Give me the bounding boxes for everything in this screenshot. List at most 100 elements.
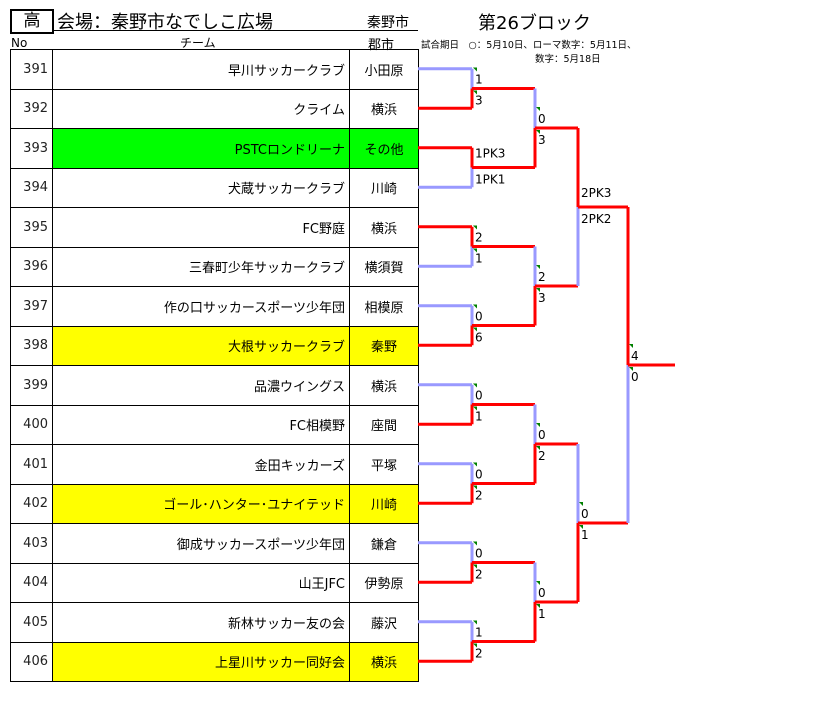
team-city: その他 bbox=[349, 128, 419, 169]
score-top: 1PK3 bbox=[475, 147, 505, 161]
comment-marker-icon bbox=[473, 406, 477, 411]
team-number: 400 bbox=[10, 404, 53, 445]
team-city: 平塚 bbox=[349, 444, 419, 485]
team-number: 396 bbox=[10, 246, 53, 287]
comment-marker-icon bbox=[536, 581, 540, 585]
score-bottom: 1 bbox=[538, 607, 546, 621]
comment-marker-icon bbox=[473, 541, 477, 546]
team-name: 品濃ウイングス bbox=[52, 365, 350, 406]
team-number: 403 bbox=[10, 523, 53, 564]
team-number: 392 bbox=[10, 88, 53, 129]
team-number: 404 bbox=[10, 562, 53, 603]
team-city: 座間 bbox=[349, 404, 419, 445]
score-bottom: 0 bbox=[631, 370, 639, 384]
comment-marker-icon bbox=[629, 344, 633, 348]
score-top: 4 bbox=[631, 349, 639, 363]
team-name: 三春町少年サッカークラブ bbox=[52, 246, 350, 287]
score-bottom: 1 bbox=[475, 410, 483, 424]
team-city: 川崎 bbox=[349, 167, 419, 208]
comment-marker-icon bbox=[473, 304, 477, 309]
comment-marker-icon bbox=[536, 130, 540, 134]
team-name: 犬蔵サッカークラブ bbox=[52, 167, 350, 208]
venue-title: 会場：秦野市なでしこ広場 bbox=[57, 12, 273, 33]
comment-marker-icon bbox=[536, 446, 540, 450]
team-name: ゴール･ハンター･ユナイテッド bbox=[52, 483, 350, 524]
comment-marker-icon bbox=[473, 67, 477, 72]
comment-marker-icon bbox=[536, 604, 540, 608]
comment-marker-icon bbox=[536, 423, 540, 427]
comment-marker-icon bbox=[579, 525, 583, 529]
team-city: 藤沢 bbox=[349, 602, 419, 643]
comment-marker-icon bbox=[629, 367, 633, 371]
comment-marker-icon bbox=[536, 265, 540, 269]
column-header-no: No bbox=[11, 36, 28, 50]
score-top: 0 bbox=[475, 468, 483, 482]
score-bottom: 1 bbox=[581, 528, 589, 542]
team-number: 406 bbox=[10, 641, 53, 682]
score-top: 0 bbox=[538, 428, 546, 442]
team-name: 大根サッカークラブ bbox=[52, 325, 350, 366]
score-top: 0 bbox=[538, 112, 546, 126]
comment-marker-icon bbox=[473, 90, 477, 95]
comment-marker-icon bbox=[473, 327, 477, 332]
team-name: FC相模野 bbox=[52, 404, 350, 445]
comment-marker-icon bbox=[473, 225, 477, 230]
comment-marker-icon bbox=[579, 502, 583, 506]
comment-marker-icon bbox=[536, 288, 540, 292]
team-city: 小田原 bbox=[349, 49, 419, 90]
title-underline bbox=[52, 30, 418, 31]
schedule-note-2: 数字：5月18日 bbox=[535, 54, 601, 65]
comment-marker-icon bbox=[473, 248, 477, 253]
score-bottom: 2 bbox=[475, 489, 483, 503]
score-bottom: 3 bbox=[538, 133, 546, 147]
team-number: 395 bbox=[10, 207, 53, 248]
team-number: 405 bbox=[10, 602, 53, 643]
comment-marker-icon bbox=[473, 383, 477, 388]
team-name: 金田キッカーズ bbox=[52, 444, 350, 485]
team-city: 横浜 bbox=[349, 641, 419, 682]
team-name: 御成サッカースポーツ少年団 bbox=[52, 523, 350, 564]
comment-marker-icon bbox=[473, 643, 477, 648]
score-top: 0 bbox=[581, 507, 589, 521]
team-city: 秦野 bbox=[349, 325, 419, 366]
team-name: 新林サッカー友の会 bbox=[52, 602, 350, 643]
team-name: 上星川サッカー同好会 bbox=[52, 641, 350, 682]
team-number: 401 bbox=[10, 444, 53, 485]
comment-marker-icon bbox=[473, 485, 477, 490]
team-city: 横浜 bbox=[349, 365, 419, 406]
column-header-team: チーム bbox=[180, 36, 216, 50]
schedule-note: 試合期日 ○：5月10日、ローマ数字：5月11日、 bbox=[421, 40, 637, 51]
team-name: PSTCロンドリーナ bbox=[52, 128, 350, 169]
score-bottom: 2PK2 bbox=[581, 212, 611, 226]
score-bottom: 3 bbox=[538, 291, 546, 305]
comment-marker-icon bbox=[473, 462, 477, 467]
score-top: 0 bbox=[475, 310, 483, 324]
score-top: 0 bbox=[538, 586, 546, 600]
score-top: 2PK3 bbox=[581, 186, 611, 200]
score-bottom: 2 bbox=[475, 647, 483, 661]
score-top: 0 bbox=[475, 389, 483, 403]
team-city: 伊勢原 bbox=[349, 562, 419, 603]
host-city: 秦野市 bbox=[367, 15, 409, 31]
team-city: 川崎 bbox=[349, 483, 419, 524]
team-number: 398 bbox=[10, 325, 53, 366]
score-top: 2 bbox=[538, 270, 546, 284]
score-bottom: 1 bbox=[475, 252, 483, 266]
score-bottom: 2 bbox=[475, 568, 483, 582]
score-bottom: 6 bbox=[475, 331, 483, 345]
score-bottom: 2 bbox=[538, 449, 546, 463]
score-bottom: 3 bbox=[475, 94, 483, 108]
